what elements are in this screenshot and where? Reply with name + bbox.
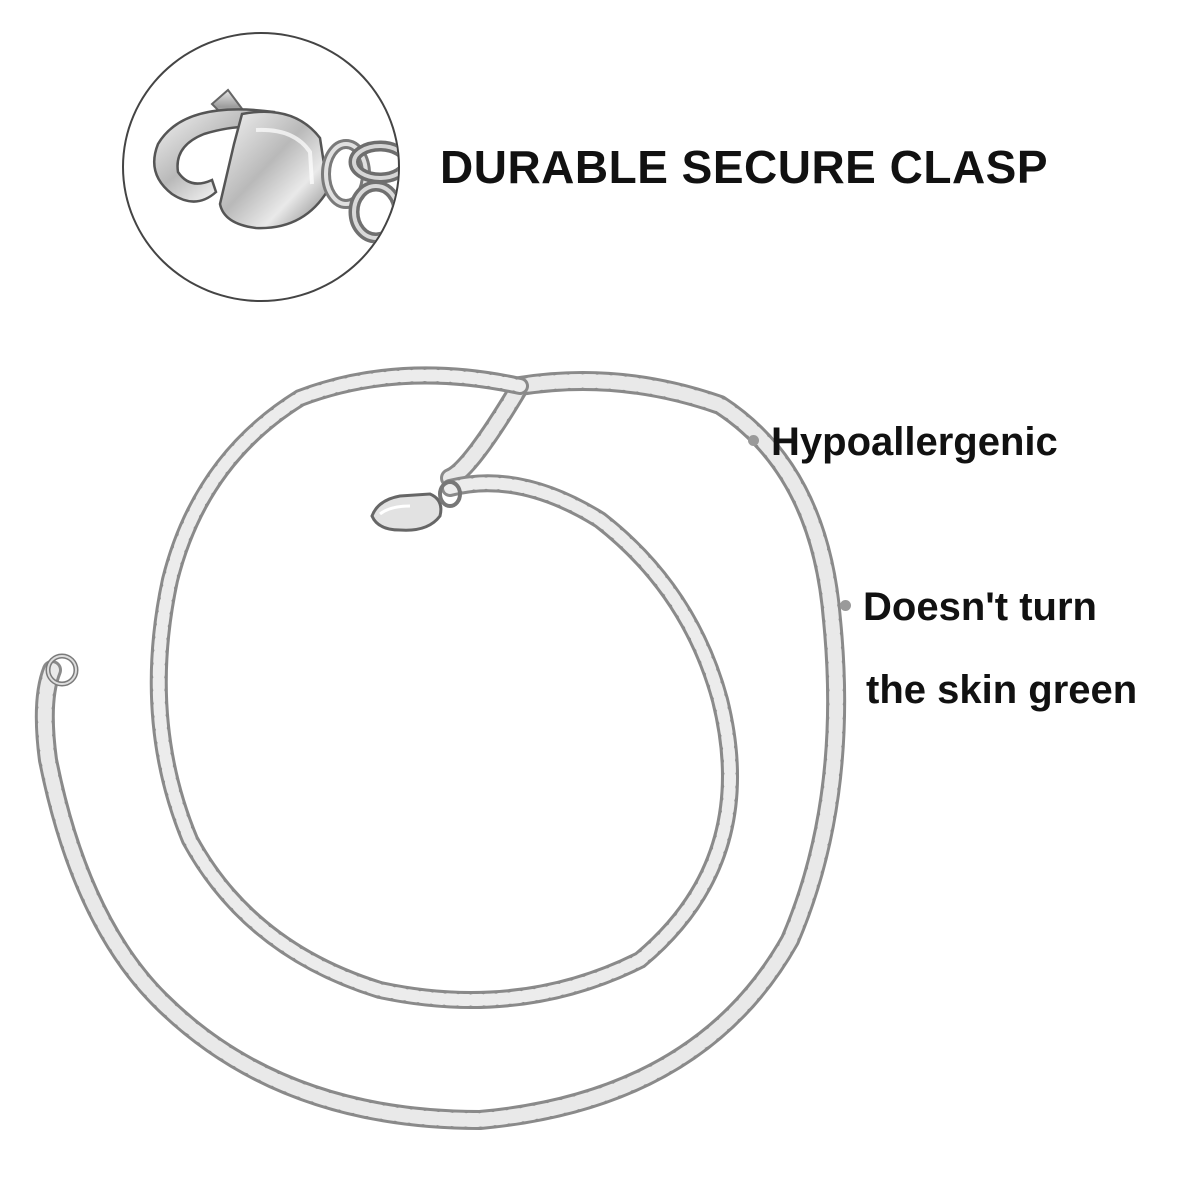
bullet-dot-icon [748, 434, 759, 446]
feature-no-green-skin: Doesn't turn [840, 585, 1097, 630]
feature-label: Doesn't turn [863, 585, 1097, 629]
headline-text: DURABLE SECURE CLASP [440, 141, 1049, 193]
bullet-dot-icon [840, 599, 851, 611]
feature-no-green-skin-line2: the skin green [866, 668, 1138, 712]
lobster-clasp-icon [153, 88, 398, 244]
necklace-clasp-icon [370, 480, 462, 532]
feature-label: Hypoallergenic [771, 420, 1058, 464]
feature-hypoallergenic: Hypoallergenic [748, 420, 1058, 465]
clasp-closeup-inset [122, 32, 400, 302]
